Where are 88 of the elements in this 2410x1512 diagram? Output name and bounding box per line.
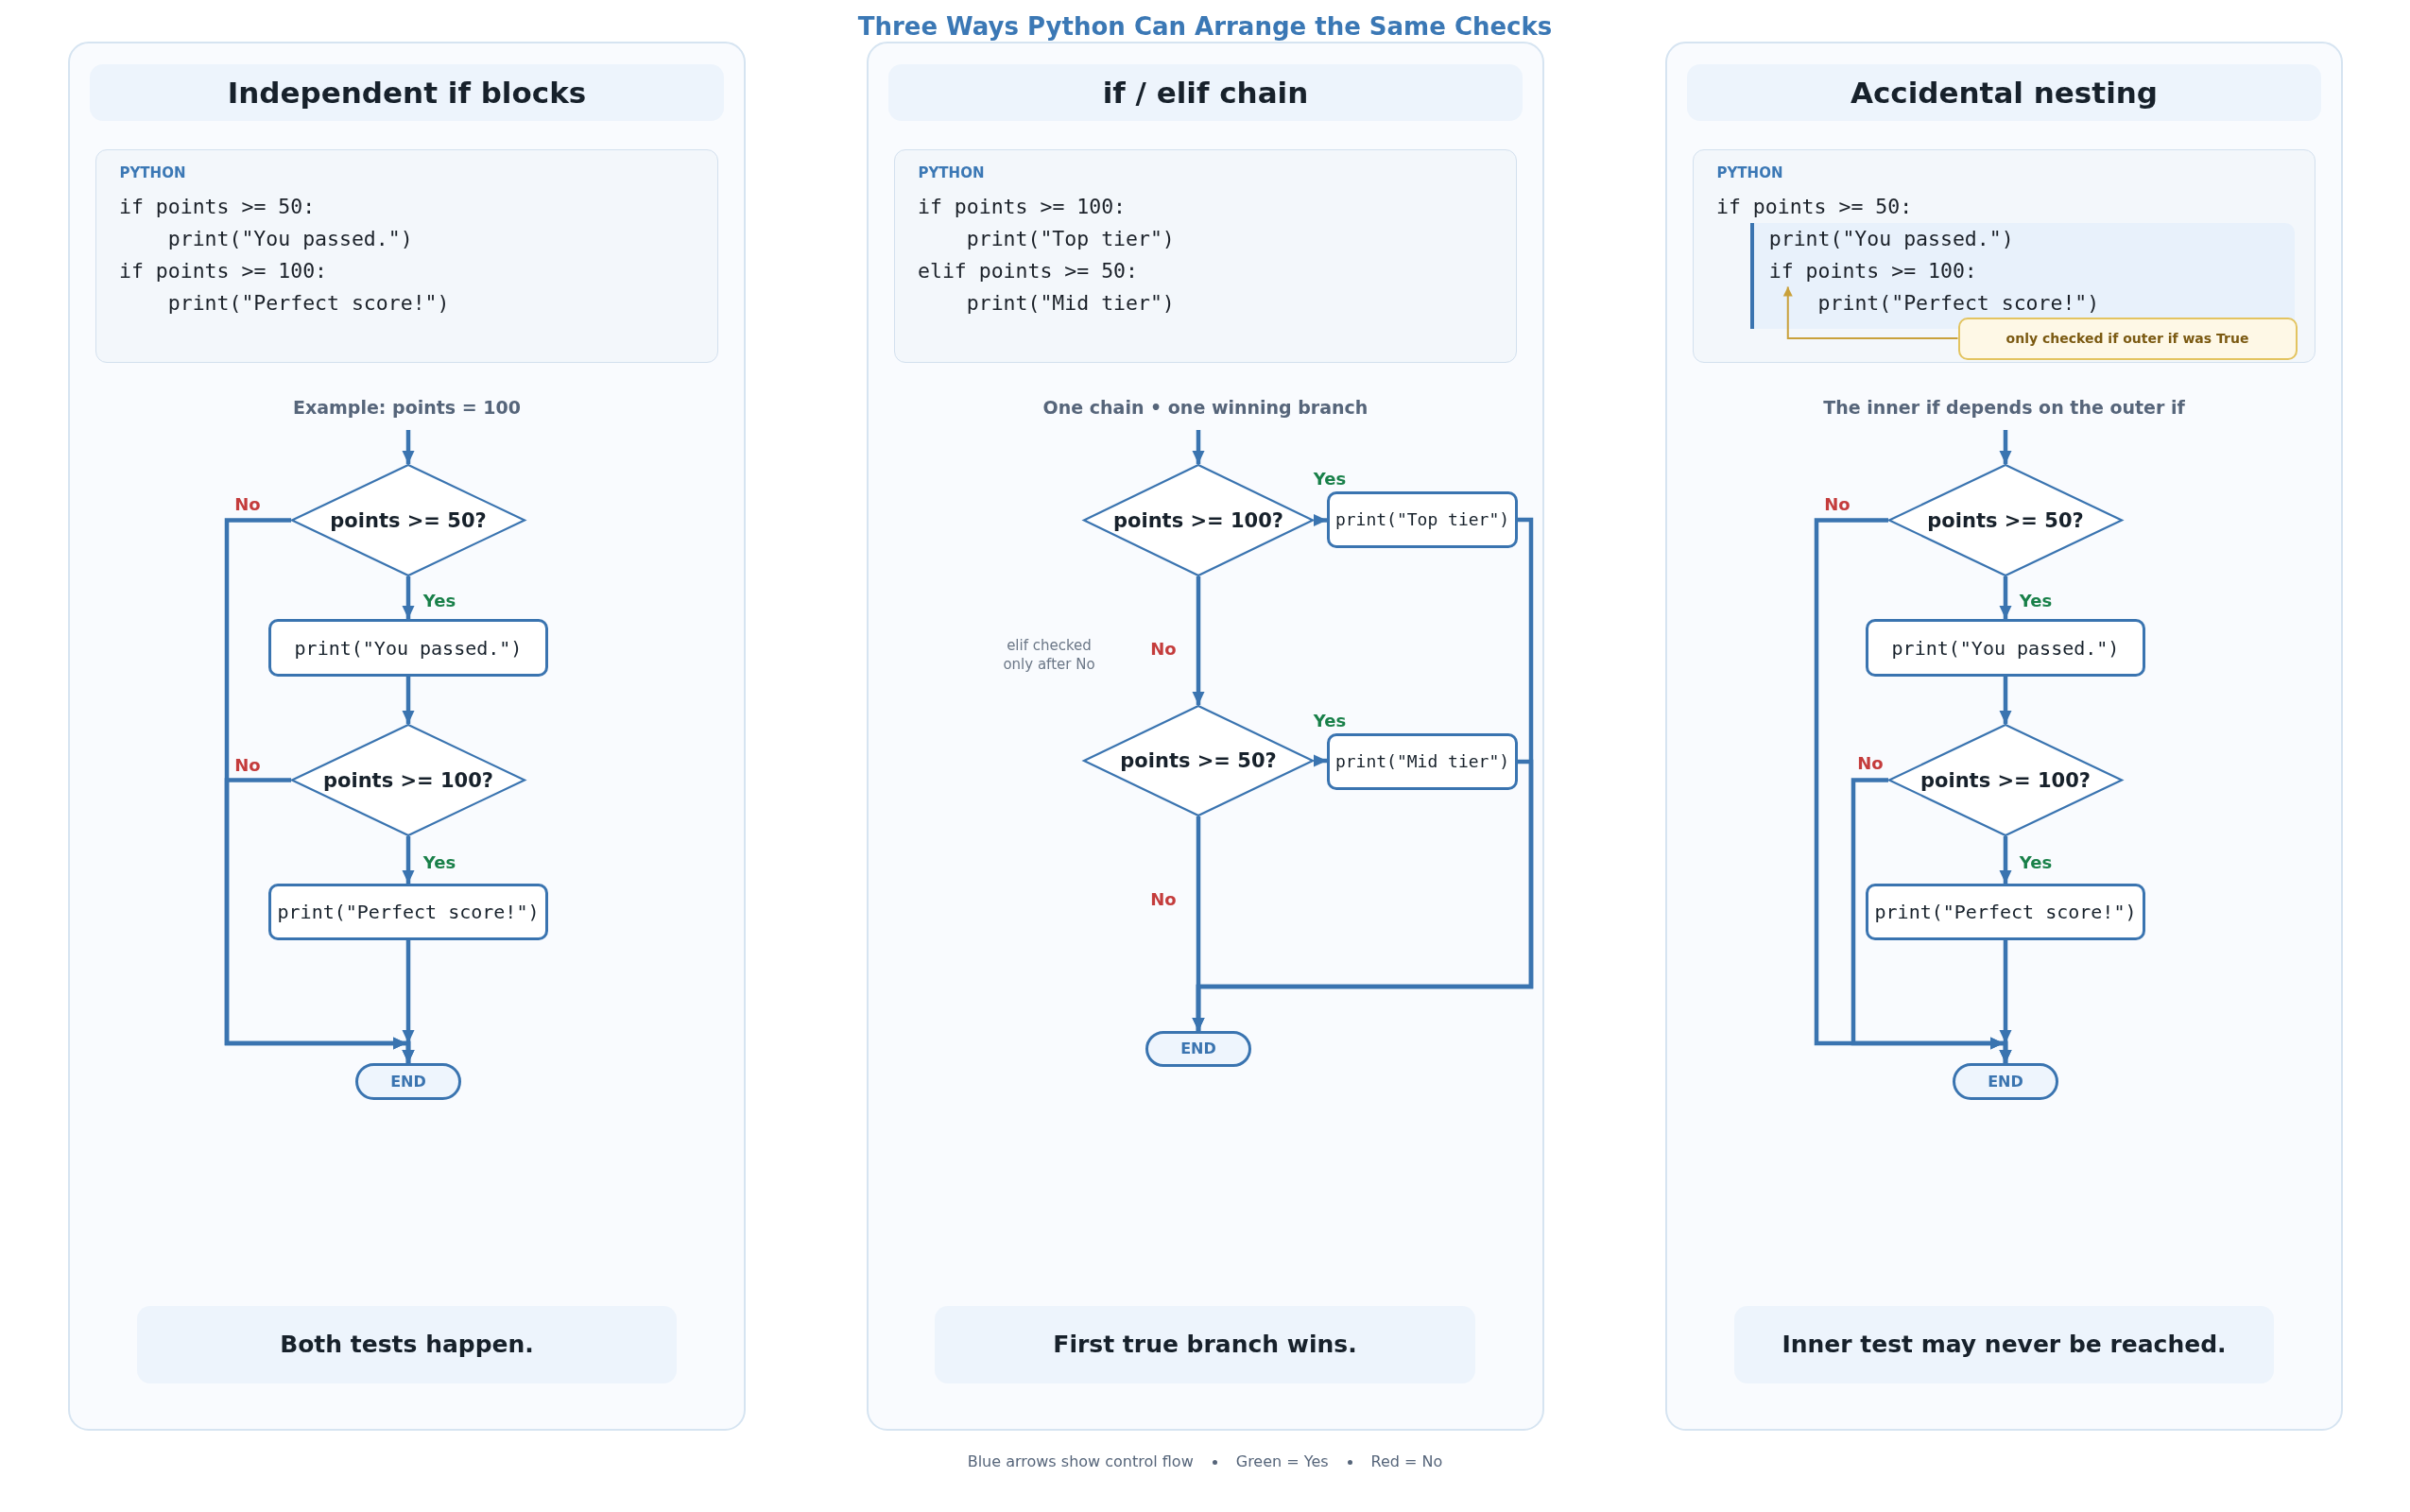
edge-label: No — [1150, 889, 1177, 910]
edge-label: No — [1150, 639, 1177, 660]
code-line: if points >= 50: — [1716, 193, 1913, 220]
code-line: print("Perfect score!") — [167, 289, 450, 317]
process-box — [1866, 884, 2145, 940]
flow-arrow — [1314, 754, 1327, 767]
edge-label: No — [234, 755, 261, 776]
code-text: print("Perfect score!") — [1874, 900, 2137, 924]
panel-subtitle: Example: points = 100 — [293, 396, 521, 419]
code-line: if points >= 100: — [1768, 254, 1977, 287]
code-line: elif points >= 50: — [918, 257, 1138, 284]
flow-arrow — [1192, 759, 1534, 1031]
panel-heading: if / elif chain — [1102, 75, 1309, 111]
terminal-pill — [1145, 1031, 1251, 1067]
flow-arrow — [402, 576, 415, 619]
code-line: if points >= 100: — [918, 193, 1127, 220]
process-box — [1327, 733, 1518, 790]
code-text: print("You passed.") — [294, 635, 523, 661]
flow-arrow — [402, 677, 415, 724]
panel-heading: Accidental nesting — [1850, 75, 2159, 111]
summary-text: Inner test may never be reached. — [1782, 1331, 2227, 1359]
terminal-text: END — [1988, 1072, 2023, 1091]
condition-text: points >= 100? — [1113, 507, 1283, 533]
flow-arrow — [1999, 576, 2012, 619]
edge-label: Yes — [2019, 591, 2053, 611]
process-box — [268, 619, 548, 677]
flow-arrow — [1192, 576, 1205, 705]
panel-card — [867, 42, 1544, 1431]
process-box — [268, 884, 548, 940]
code-text: print("Mid tier") — [1334, 750, 1510, 773]
code-text: print("Perfect score!") — [277, 900, 540, 924]
code-line: print("You passed.") — [167, 225, 413, 252]
code-line: if points >= 50: — [119, 193, 316, 220]
condition-text: points >= 50? — [1927, 507, 2084, 533]
leader-arrow — [1782, 285, 1959, 339]
flow-arrow — [1192, 430, 1205, 464]
flow-arrow — [1999, 836, 2012, 884]
terminal-pill — [355, 1063, 461, 1100]
edge-label: No — [1857, 753, 1884, 774]
code-block — [894, 149, 1517, 363]
language-tag: PYTHON — [119, 163, 186, 181]
edge-label: Yes — [422, 591, 456, 611]
callout-note — [1957, 317, 2298, 360]
language-tag: PYTHON — [1716, 163, 1783, 181]
panel-card — [1665, 42, 2343, 1431]
callout-text: only checked if outer if was True — [2005, 330, 2249, 347]
terminal-pill — [1953, 1063, 2058, 1100]
code-block — [95, 149, 718, 363]
flow-arrow — [402, 836, 415, 884]
code-block — [1693, 149, 2315, 363]
nested-code-block — [1749, 222, 2295, 329]
summary-text: First true branch wins. — [1053, 1331, 1357, 1359]
summary-text: Both tests happen. — [280, 1331, 534, 1359]
condition-text: points >= 100? — [323, 767, 493, 793]
terminal-text: END — [390, 1072, 426, 1091]
flow-arrow — [1314, 514, 1327, 526]
edge-label: Yes — [1313, 469, 1347, 490]
process-box — [1866, 619, 2145, 677]
code-text: print("You passed.") — [1891, 635, 2120, 661]
panel-heading: Independent if blocks — [227, 75, 587, 111]
code-line: print("Mid tier") — [966, 289, 1175, 317]
panel-card — [68, 42, 746, 1431]
edge-label: Yes — [422, 852, 456, 873]
condition-text: points >= 50? — [330, 507, 487, 533]
code-text: print("Top tier") — [1334, 508, 1510, 531]
flow-arrow — [1999, 677, 2012, 724]
language-tag: PYTHON — [918, 163, 985, 181]
panel-subtitle: One chain • one winning branch — [1042, 396, 1369, 419]
side-note: elif checked only after No — [1002, 636, 1096, 674]
terminal-text: END — [1180, 1040, 1216, 1058]
flow-arrow — [402, 430, 415, 464]
footer-text: Green = Yes — [1235, 1452, 1329, 1472]
code-line: print("Top tier") — [966, 225, 1175, 252]
edge-label: Yes — [2019, 852, 2053, 873]
flow-arrow — [1999, 430, 2012, 464]
condition-text: points >= 100? — [1920, 767, 2091, 793]
diagram-title: Three Ways Python Can Arrange the Same Checks — [857, 11, 1553, 42]
condition-text: points >= 50? — [1120, 748, 1277, 773]
edge-label: No — [234, 494, 261, 515]
edge-label: No — [1824, 494, 1851, 515]
footer-text: Red = No — [1370, 1452, 1443, 1472]
code-line: if points >= 100: — [119, 257, 328, 284]
code-line: print("Perfect score!") — [1817, 289, 2100, 317]
code-line: print("You passed.") — [1768, 225, 2014, 252]
panel-subtitle: The inner if depends on the outer if — [1823, 396, 2185, 419]
footer-text: Blue arrows show control flow — [967, 1452, 1194, 1472]
edge-label: Yes — [1313, 711, 1347, 731]
process-box — [1327, 491, 1518, 548]
